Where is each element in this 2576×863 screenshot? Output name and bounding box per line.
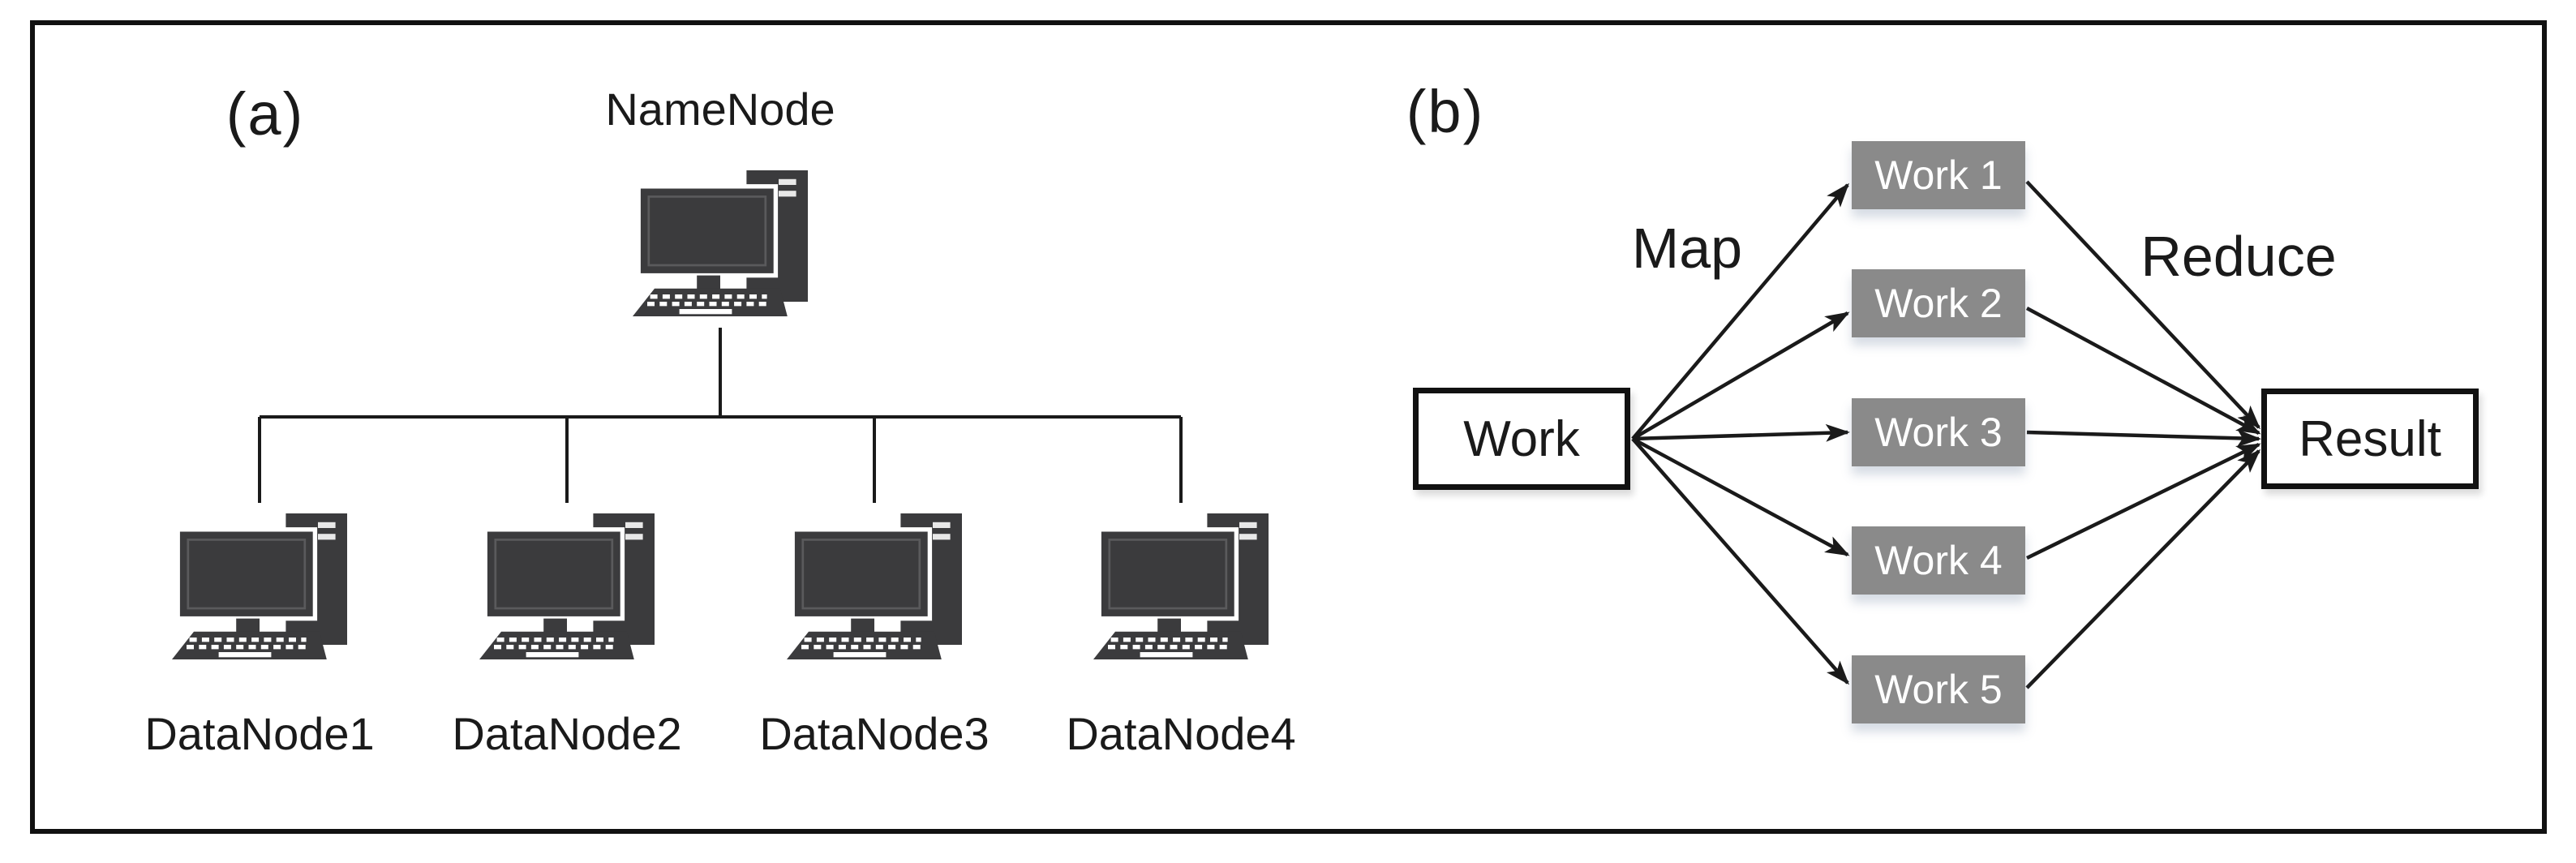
worker-box-2-label: Work 2 [1874,281,2003,326]
map-arrows [1631,182,1850,685]
worker-box-5: Work 5 [1852,655,2025,723]
worker-box-4-label: Work 4 [1874,538,2003,583]
hdfs-tree-lines [258,328,1183,503]
result-box: Result [2261,389,2479,489]
worker-box-1: Work 1 [1852,141,2025,209]
figure-frame [30,20,2547,834]
worker-box-4: Work 4 [1852,526,2025,595]
worker-box-2: Work 2 [1852,269,2025,337]
worker-box-3-label: Work 3 [1874,410,2003,455]
reduce-arrows [2025,180,2261,689]
datanode3-computer-icon [787,511,962,662]
worker-box-1-label: Work 1 [1874,152,2003,198]
worker-box-5-label: Work 5 [1874,667,2003,712]
datanode1-label: DataNode1 [144,708,375,759]
work-box: Work [1413,388,1630,490]
result-box-label: Result [2299,410,2441,467]
map-label: Map [1631,217,1743,280]
namenode-computer-icon [633,168,808,319]
datanode2-computer-icon [479,511,655,662]
work-box-label: Work [1463,410,1580,467]
worker-box-3: Work 3 [1852,398,2025,466]
datanode4-label: DataNode4 [1066,708,1296,759]
datanode2-label: DataNode2 [452,708,682,759]
namenode-label: NameNode [605,84,835,135]
datanode3-label: DataNode3 [759,708,990,759]
panel-a-label: (a) [225,80,305,148]
datanode1-computer-icon [172,511,347,662]
datanode4-computer-icon [1093,511,1269,662]
panel-b-label: (b) [1406,78,1485,145]
reduce-label: Reduce [2140,225,2337,288]
